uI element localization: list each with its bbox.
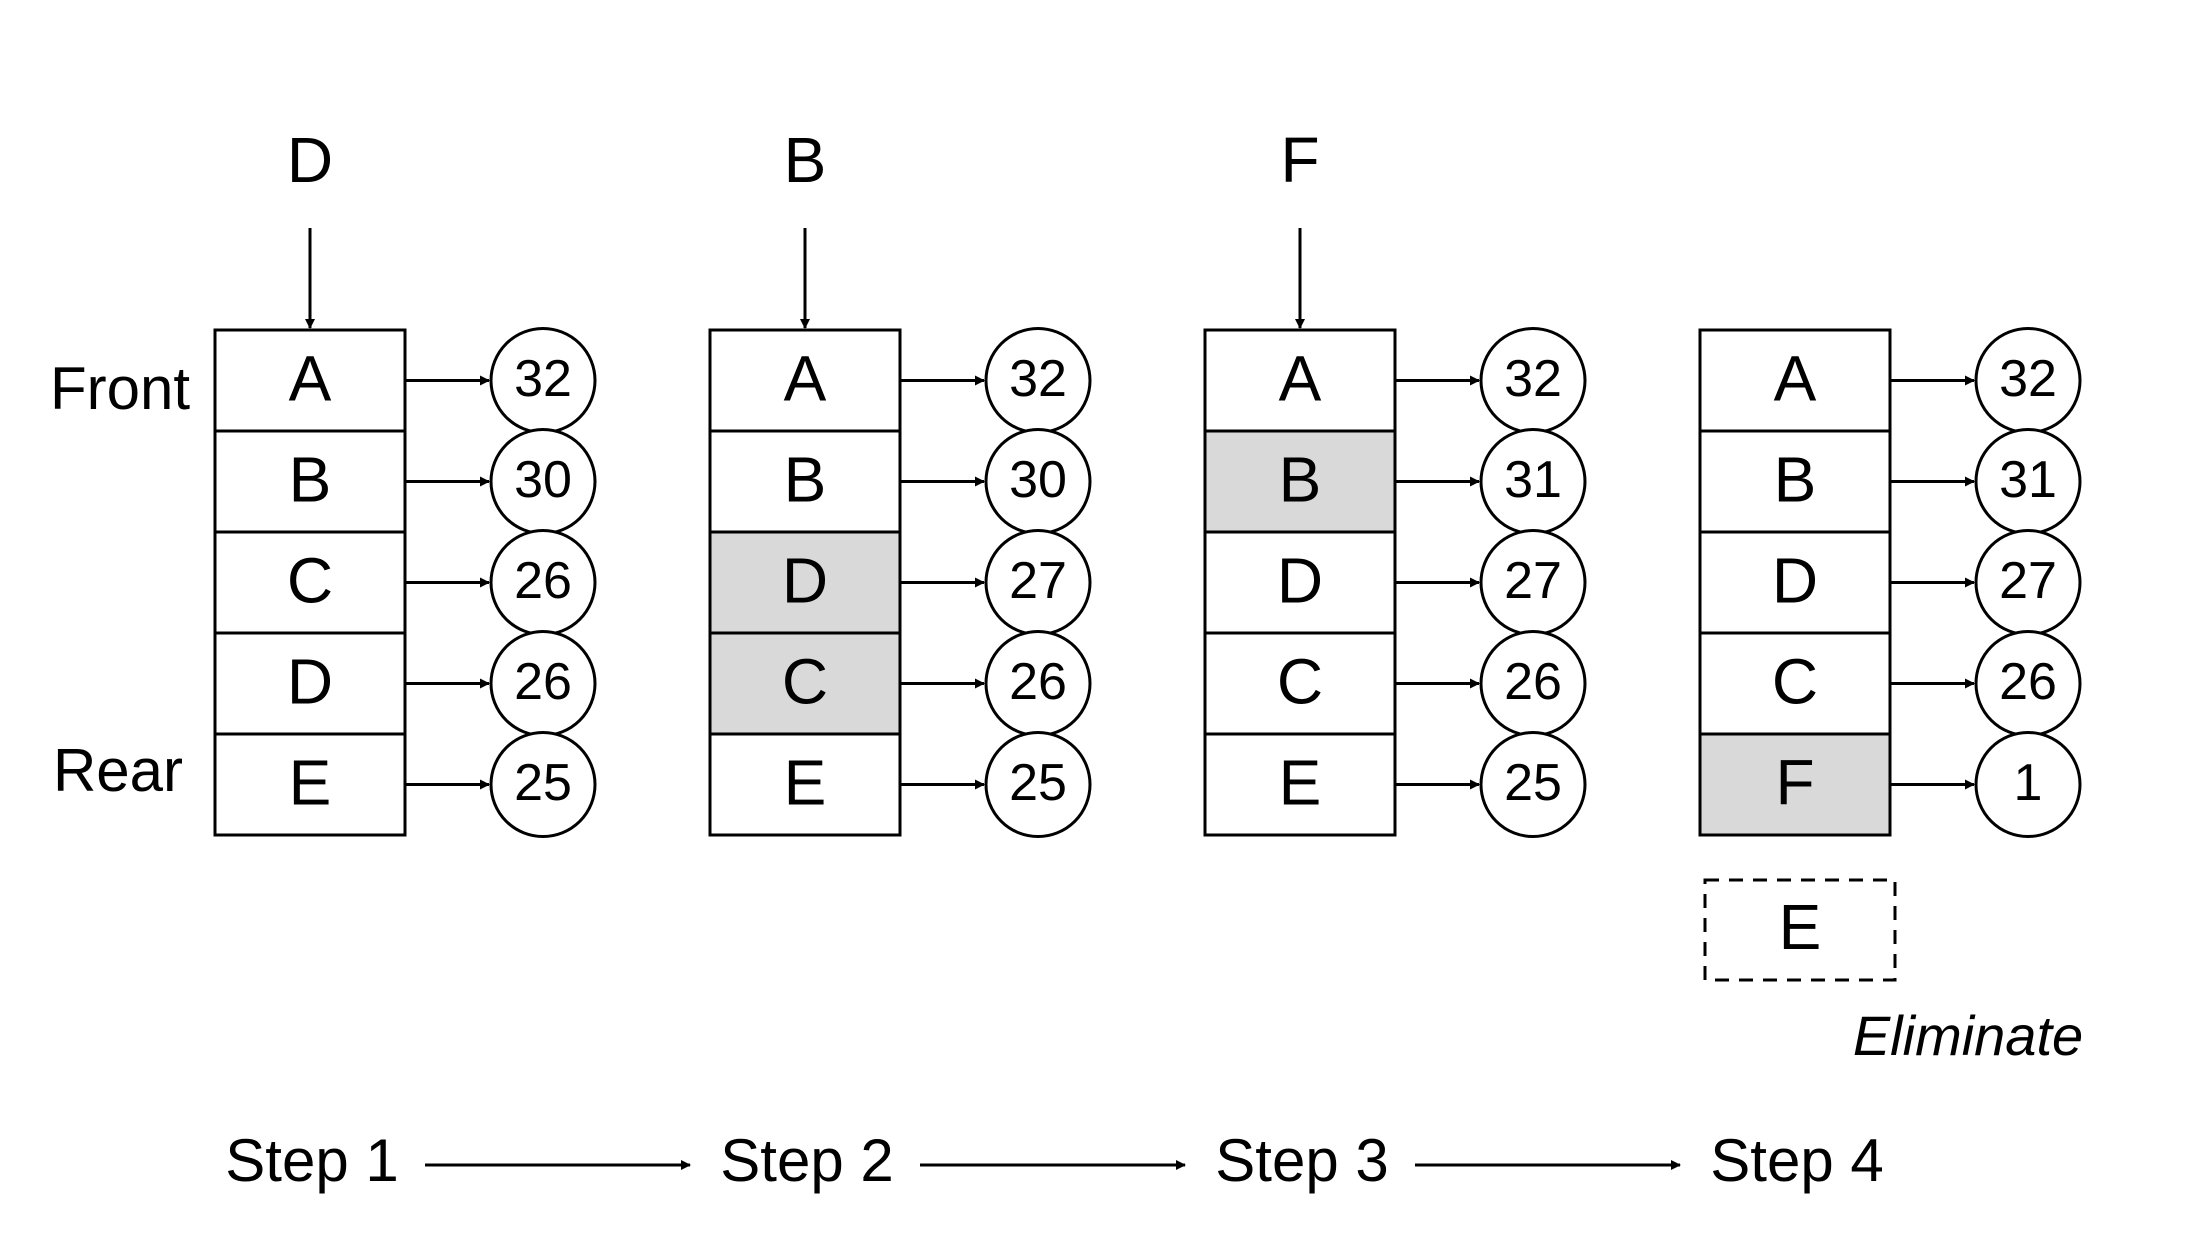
queue-item-label: B: [1774, 443, 1817, 515]
queue-cell: [1698, 732, 1892, 837]
queue-cell: [708, 732, 902, 837]
count-circle: [1974, 731, 2082, 838]
queue-cell: [708, 631, 902, 736]
count-value: 25: [1009, 754, 1067, 812]
eliminate-label: Eliminate: [1853, 1004, 2083, 1067]
evicted-box: [1703, 878, 1897, 982]
queue-item-label: F: [1775, 746, 1814, 818]
count-value: 30: [1009, 451, 1067, 509]
queue-item-label: D: [287, 645, 333, 717]
queue-item-label: C: [287, 544, 333, 616]
count-value: 26: [514, 552, 572, 610]
step-3-label: Step 3: [1215, 1127, 1388, 1194]
queue-item-label: E: [1279, 746, 1322, 818]
count-circle: [1479, 731, 1587, 838]
queue-item-label: C: [1277, 645, 1323, 717]
queue-item-label: A: [1774, 342, 1817, 414]
queue-item-label: E: [784, 746, 827, 818]
front-label: Front: [50, 355, 190, 422]
count-circle: [984, 731, 1092, 838]
count-value: 26: [514, 653, 572, 711]
queue-item-label: E: [289, 746, 332, 818]
count-value: 32: [1999, 350, 2057, 408]
queue-item-label: D: [782, 544, 828, 616]
count-value: 26: [1504, 653, 1562, 711]
count-value: 1: [2014, 754, 2043, 812]
step-1-label: Step 1: [225, 1127, 398, 1194]
queue-item-label: B: [784, 443, 827, 515]
queue-cell: [708, 530, 902, 635]
count-value: 27: [1999, 552, 2057, 610]
queue-item-label: D: [1772, 544, 1818, 616]
step-4-label: Step 4: [1710, 1127, 1883, 1194]
count-value: 31: [1999, 451, 2057, 509]
count-value: 26: [1999, 653, 2057, 711]
queue-item-label: C: [782, 645, 828, 717]
evicted-item-label: E: [1779, 891, 1822, 963]
queue-item-label: A: [784, 342, 827, 414]
queue-item-label: C: [1772, 645, 1818, 717]
queue-cell: [1203, 530, 1397, 635]
queue-item-label: A: [1279, 342, 1322, 414]
queue-cell: [1203, 328, 1397, 433]
count-value: 25: [514, 754, 572, 812]
count-value: 30: [514, 451, 572, 509]
count-value: 31: [1504, 451, 1562, 509]
step-4-column: A 32B 31D 27C 26F 1: [1698, 327, 2082, 838]
step-2-label: Step 2: [720, 1127, 893, 1194]
rear-label: Rear: [53, 737, 183, 804]
count-value: 32: [1009, 350, 1067, 408]
incoming-item-label: F: [1280, 124, 1319, 196]
queue-item-label: D: [1277, 544, 1323, 616]
queue-item-label: A: [289, 342, 332, 414]
count-value: 25: [1504, 754, 1562, 812]
count-value: 26: [1009, 653, 1067, 711]
count-value: 27: [1009, 552, 1067, 610]
count-value: 32: [1504, 350, 1562, 408]
incoming-item-label: D: [287, 124, 333, 196]
count-circle: [489, 731, 597, 838]
step-3-column: F A 32B 31D 27C 26E 25: [1203, 124, 1587, 838]
queue-cell: [1698, 530, 1892, 635]
count-value: 32: [514, 350, 572, 408]
queue-item-label: B: [289, 443, 332, 515]
queue-item-label: B: [1279, 443, 1322, 515]
incoming-item-label: B: [784, 124, 827, 196]
queue-cell: [1203, 631, 1397, 736]
count-value: 27: [1504, 552, 1562, 610]
queue-cell: [708, 328, 902, 433]
